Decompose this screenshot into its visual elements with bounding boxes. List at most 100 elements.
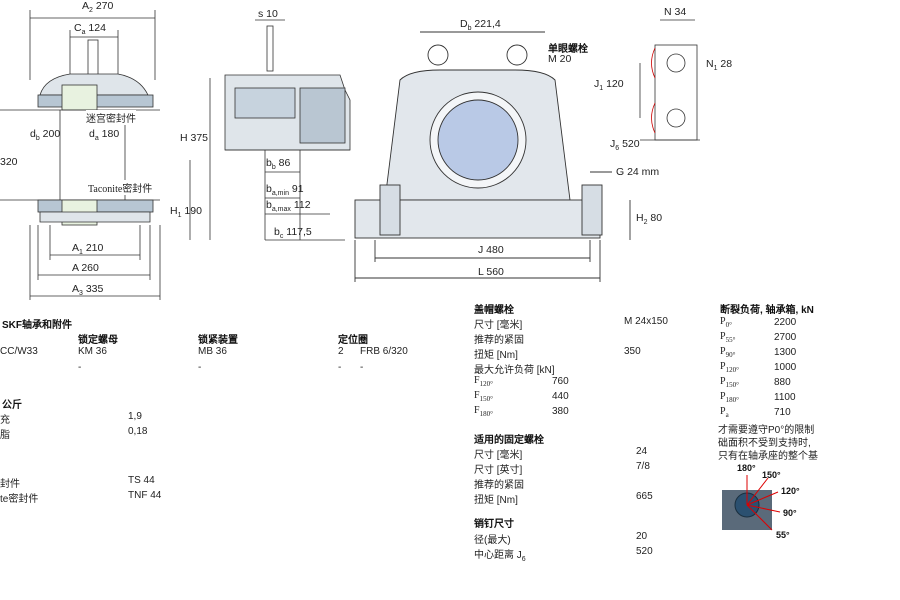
breaking-load-angle: 55° xyxy=(725,336,736,344)
accessories-title: SKF轴承和附件 xyxy=(2,320,72,331)
breaking-load-angle: 180° xyxy=(725,396,739,404)
dim-edge-320: 320 xyxy=(0,156,18,168)
breaking-load-value: 1100 xyxy=(774,392,796,403)
angle-label-150: 150° xyxy=(762,470,781,480)
dowel-dist-text: 中心距离 J xyxy=(474,550,522,561)
bearing-suffix: CC/W33 xyxy=(0,346,38,357)
maze-seal-label: 迷宫密封件 xyxy=(86,110,136,125)
dim-h1-symbol: H xyxy=(170,205,178,217)
dim-n: N 34 xyxy=(664,6,687,18)
breaking-load-angle: 0° xyxy=(725,321,732,329)
locating-ring-qty: 2 xyxy=(338,346,344,357)
breaking-load-value: 710 xyxy=(774,407,791,418)
breaking-load-value: 2700 xyxy=(774,332,797,343)
breaking-load-symbol: P xyxy=(720,346,726,357)
dim-s: s 10 xyxy=(258,8,278,20)
dim-j6-value: 520 xyxy=(622,138,640,150)
breaking-load-label: P120° xyxy=(720,361,739,374)
breaking-load-value: 2200 xyxy=(774,317,797,328)
dim-j6-sub: 6 xyxy=(615,145,620,153)
dim-bc-value: 117,5 xyxy=(286,226,312,238)
dim-a2-sub: 2 xyxy=(89,7,93,15)
cap-bolts-title: 盖帽螺栓 xyxy=(474,305,514,316)
breaking-load-symbol: P xyxy=(720,316,726,327)
dim-ba-max-sub: a,max xyxy=(271,206,291,214)
seal-row-value: TS 44 xyxy=(128,475,155,486)
middle-section-view xyxy=(224,19,351,241)
locknut-value: KM 36 xyxy=(78,346,107,357)
breaking-load-symbol: P xyxy=(720,361,726,372)
breaking-load-symbol: P xyxy=(720,391,726,402)
breaking-loads-title: 断裂负荷, 轴承箱, kN xyxy=(720,305,814,316)
cap-bolts-torque-rec: 推荐的紧固 xyxy=(474,335,524,346)
angle-label-180: 180° xyxy=(737,463,756,473)
cap-bolts-max-load-label: 最大允许负荷 [kN] xyxy=(474,365,555,376)
dim-da-sub: a xyxy=(94,135,99,143)
dim-j1: J1 120 xyxy=(594,78,624,92)
dim-n1: N1 28 xyxy=(706,58,732,72)
dim-a2: A2 270 xyxy=(82,0,113,14)
dim-da-value: 180 xyxy=(101,128,120,140)
dim-h1-value: 190 xyxy=(184,205,202,217)
dim-bb: bb 86 xyxy=(266,157,290,171)
breaking-load-symbol: P xyxy=(720,376,726,387)
dim-ba-max-symbol: b xyxy=(266,199,272,211)
lubrication-row-value: 1,9 xyxy=(128,411,142,422)
cap-bolts-size-label: 尺寸 [毫米] xyxy=(474,320,523,331)
dim-db-sub: b xyxy=(35,135,40,143)
dowel-diam-label: 径(最大) xyxy=(474,535,511,546)
dim-j6: J6 520 xyxy=(610,138,640,152)
dim-bb-value: 86 xyxy=(278,157,291,169)
dim-db: db 200 xyxy=(30,128,60,142)
dim-ba-min: ba,min 91 xyxy=(266,183,304,197)
breaking-load-value: 880 xyxy=(774,377,791,388)
col-header-locking-device: 锁紧装置 xyxy=(198,335,238,346)
breaking-load-label: P0° xyxy=(720,316,732,329)
col-header-locating-ring: 定位圈 xyxy=(338,335,368,346)
angle-label-90: 90° xyxy=(783,508,797,518)
attach-bolts-title: 适用的固定螺栓 xyxy=(474,435,544,446)
taconite-seal-label: Taconite密封件 xyxy=(88,180,153,195)
attach-size-mm-value: 24 xyxy=(636,446,648,457)
eye-bolt-size: M 20 xyxy=(548,53,572,65)
dim-ca: Ca 124 xyxy=(74,22,106,36)
attach-size-in-value: 7/8 xyxy=(636,461,650,472)
breaking-load-label: P55° xyxy=(720,331,735,344)
breaking-note-line: 只有在轴承座的整个基 xyxy=(718,451,818,462)
dim-bc-symbol: b xyxy=(274,226,280,238)
dim-j1-value: 120 xyxy=(606,78,624,90)
cap-bolts-size-value: M 24x150 xyxy=(624,316,668,327)
dim-j1-sub: 1 xyxy=(599,85,604,93)
load-symbol: F xyxy=(474,375,480,386)
seal-row-label: 封件 xyxy=(0,479,20,490)
breaking-load-symbol: P xyxy=(720,406,726,417)
dim-a1: A1 210 xyxy=(72,242,103,256)
lubrication-row-value: 0,18 xyxy=(128,426,148,437)
dim-a3-symbol: A xyxy=(72,283,80,295)
lubrication-row-label: 脂 xyxy=(0,430,10,441)
breaking-load-label: P90° xyxy=(720,346,735,359)
load-symbol: F xyxy=(474,405,480,416)
dim-ba-max: ba,max 112 xyxy=(266,199,311,213)
locking-device-alt: - xyxy=(198,362,202,373)
dim-bc-sub: c xyxy=(279,233,284,241)
locknut-alt: - xyxy=(78,362,82,373)
dim-a3: A3 335 xyxy=(72,283,103,297)
breaking-load-value: 1300 xyxy=(774,347,797,358)
load-angle: 120° xyxy=(479,380,493,388)
cap-load-row: F150° xyxy=(474,390,493,403)
angle-label-120: 120° xyxy=(781,486,800,496)
load-angle: 180° xyxy=(479,410,493,418)
dim-ba-min-symbol: b xyxy=(266,183,272,195)
dim-n1-symbol: N xyxy=(706,58,714,70)
attach-torque-label: 扭矩 [Nm] xyxy=(474,495,518,506)
left-section-view xyxy=(0,10,211,300)
cap-load-value: 440 xyxy=(552,391,569,402)
cap-load-row: F120° xyxy=(474,375,493,388)
dim-da: da 180 xyxy=(89,128,119,142)
dim-h2-symbol: H xyxy=(636,212,644,224)
dim-j6-symbol: J xyxy=(610,138,616,150)
breaking-load-angle: 120° xyxy=(725,366,739,374)
dim-h: H 375 xyxy=(180,132,209,144)
